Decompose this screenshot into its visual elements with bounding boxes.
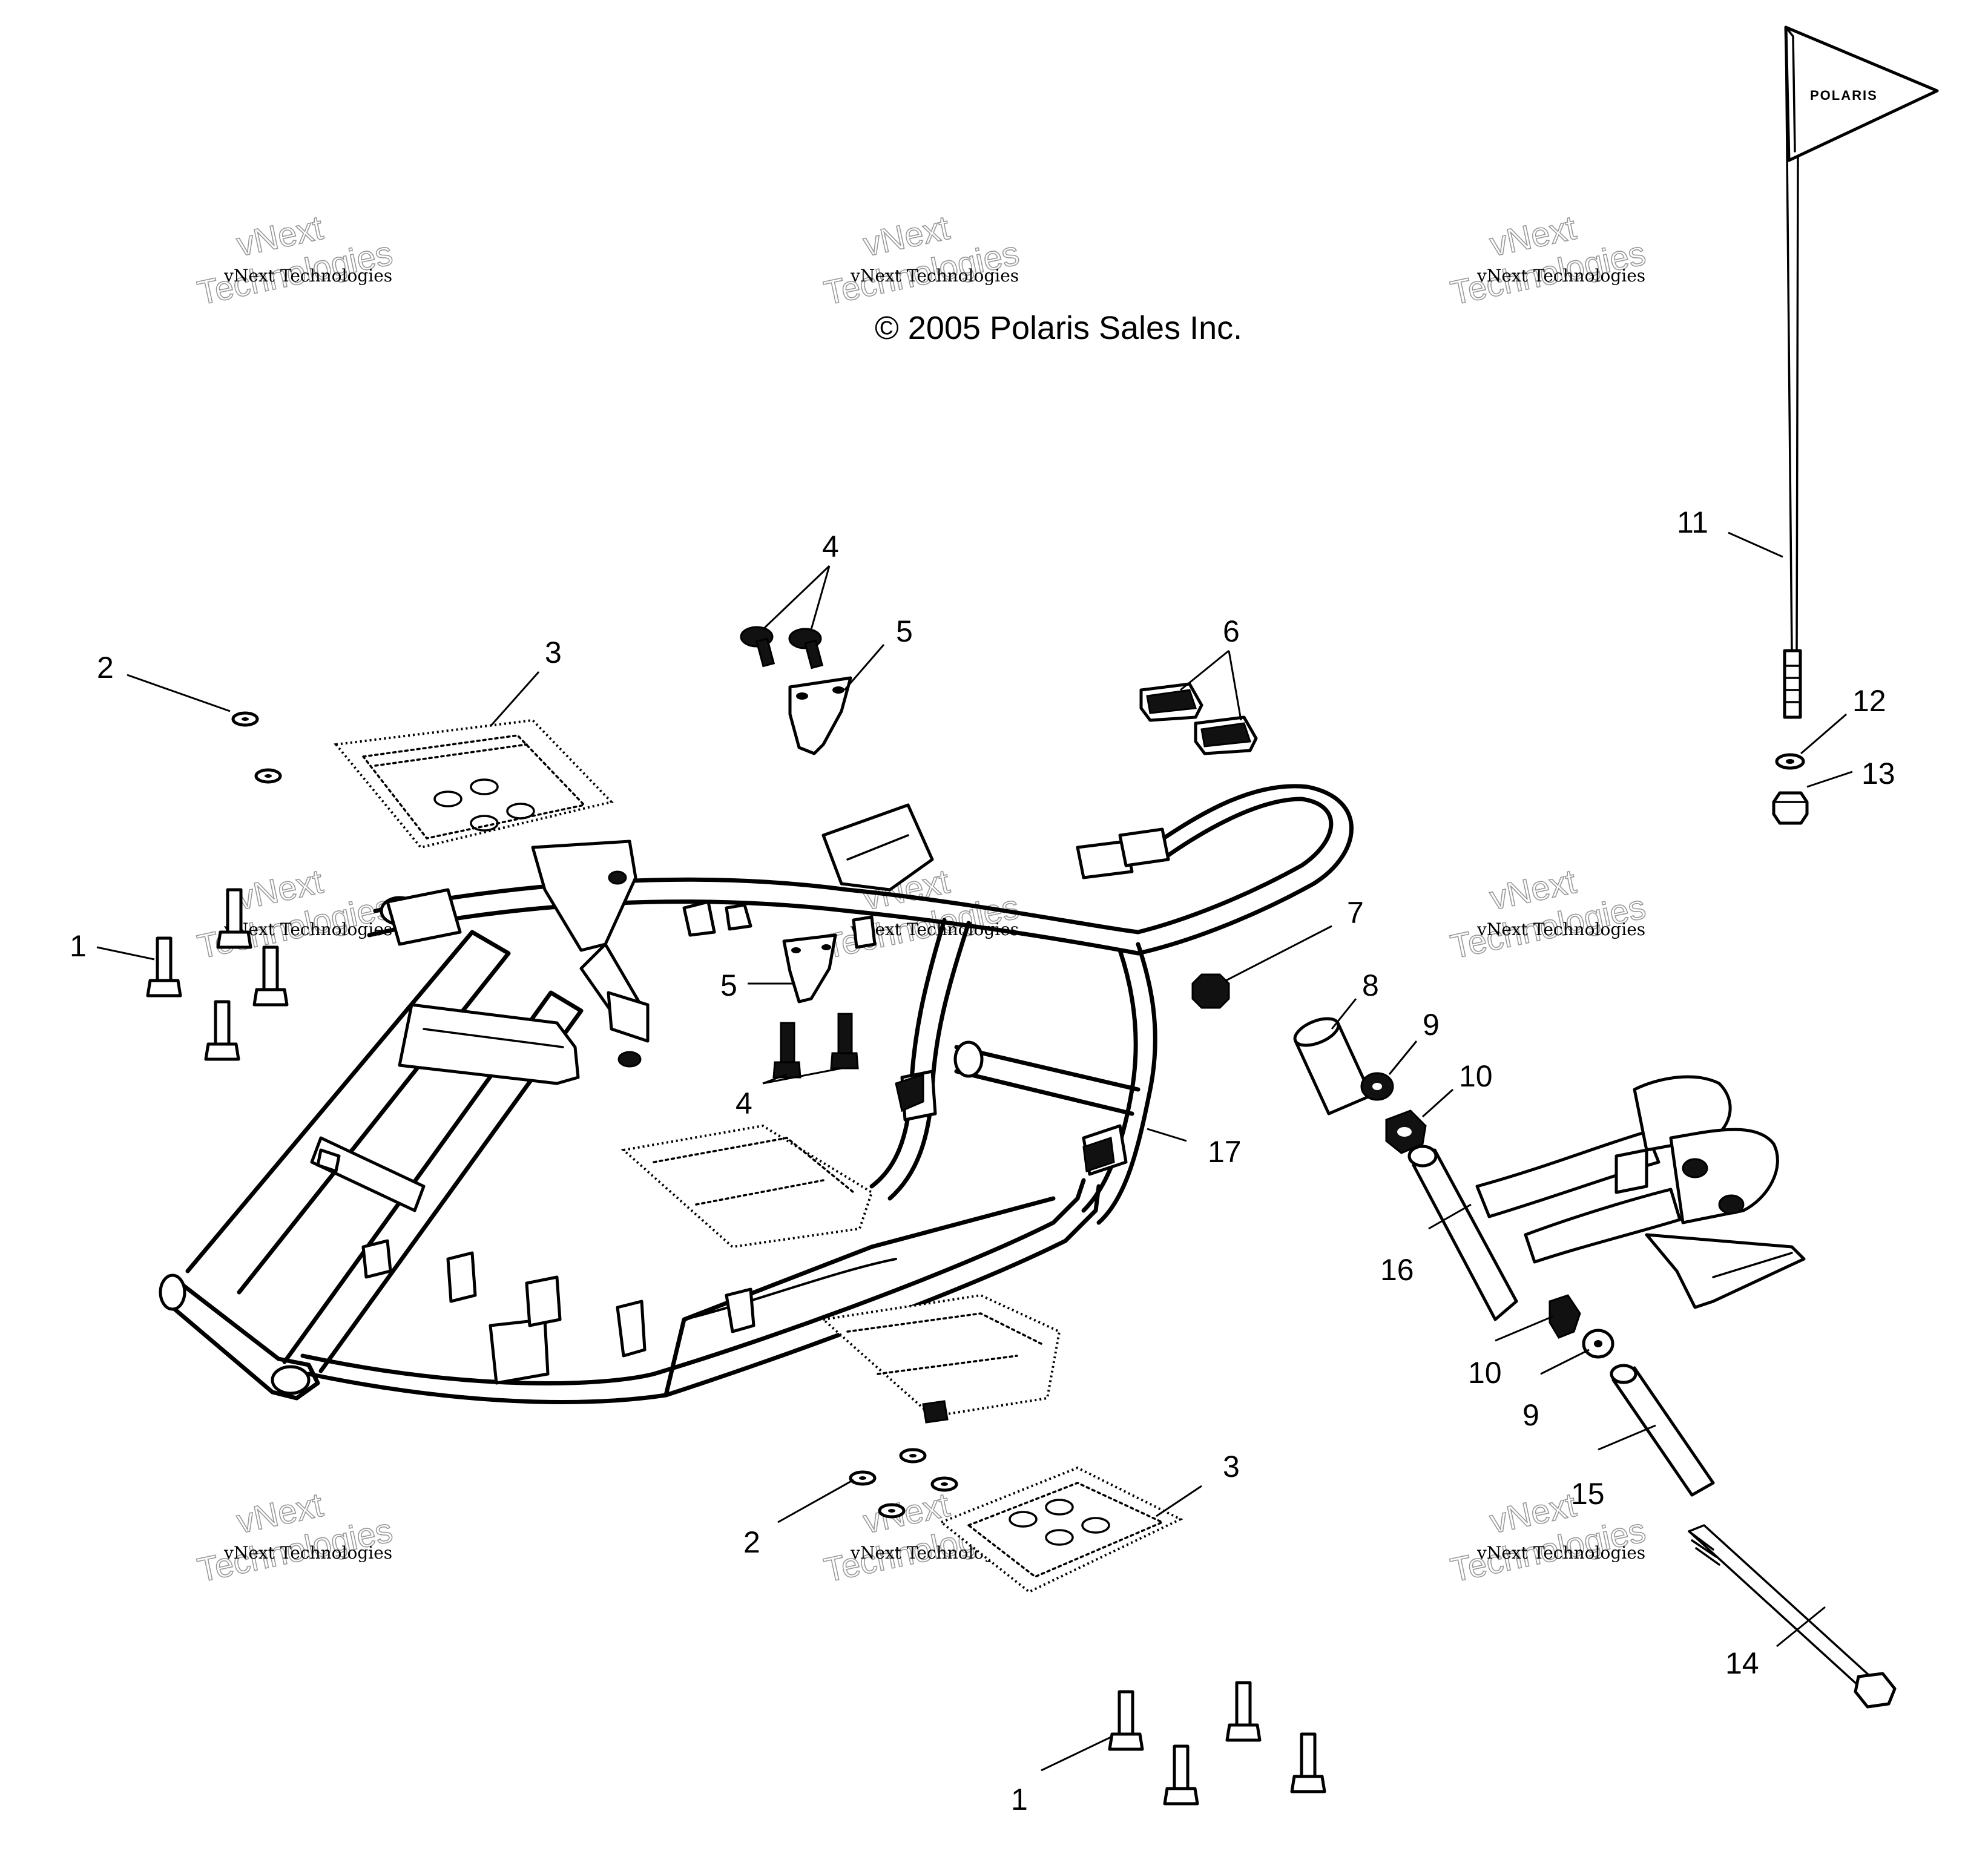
svg-text:vNext Technologies: vNext Technologies	[223, 919, 392, 939]
watermark: vNext Technologies vNext Technologies	[1447, 1485, 1649, 1589]
mount-bracket	[782, 933, 837, 1004]
bolt	[252, 945, 289, 1007]
rubber-bumper	[1194, 715, 1258, 755]
callout-9: 9	[1423, 1008, 1440, 1042]
foot-plate-lower	[939, 1466, 1183, 1594]
mount-bolt	[772, 1022, 801, 1079]
callout-5: 5	[896, 614, 913, 648]
callout-3: 3	[545, 636, 562, 669]
svg-text:vNext Technologies: vNext Technologies	[1476, 919, 1645, 939]
callout-9: 9	[1522, 1398, 1539, 1432]
bushing	[1549, 1294, 1581, 1339]
pivot-bolt	[1688, 1524, 1897, 1709]
mount-bolt	[830, 1013, 859, 1070]
svg-text:vNext Technologies: vNext Technologies	[1476, 1543, 1645, 1563]
callout-4: 4	[822, 530, 839, 564]
washer	[899, 1448, 927, 1464]
callouts: 1 1 2 2 3 3 4 4 5 5 6 7 8 9 9 10 10 11 1…	[70, 505, 1895, 1816]
pivot-tube	[1610, 1364, 1715, 1497]
callout-11: 11	[1677, 505, 1708, 539]
bushing	[1385, 1109, 1427, 1154]
svg-text:vNext Technologies: vNext Technologies	[223, 266, 392, 286]
swing-arm-assembly	[1407, 1075, 1806, 1321]
mount-bracket	[788, 676, 852, 755]
watermark: vNext Technologies vNext Technologies	[1447, 208, 1649, 312]
bolt	[216, 888, 252, 949]
callout-2: 2	[743, 1525, 760, 1559]
bolt	[1108, 1690, 1144, 1751]
mount-bolt	[740, 626, 775, 668]
callout-7: 7	[1347, 896, 1364, 930]
callout-6: 6	[1223, 614, 1240, 648]
leader-lines	[96, 531, 1853, 1772]
watermark: vNext Technologies vNext Technologies	[194, 861, 396, 966]
callout-4: 4	[736, 1086, 752, 1120]
callout-13: 13	[1861, 757, 1895, 790]
callout-2: 2	[97, 651, 114, 685]
callout-1: 1	[70, 929, 87, 963]
callout-5: 5	[720, 968, 737, 1002]
washer	[254, 768, 282, 784]
bolt	[204, 1000, 240, 1061]
foot-plate-upper	[334, 718, 614, 849]
callout-1: 1	[1011, 1783, 1028, 1816]
callout-3: 3	[1223, 1450, 1240, 1484]
safety-flag: POLARIS	[1783, 25, 1939, 719]
main-frame	[159, 784, 1354, 1424]
mount-bolt	[788, 628, 824, 669]
callout-17: 17	[1208, 1135, 1242, 1169]
watermark: vNext Technologies vNext Technologies	[194, 1485, 396, 1589]
callout-8: 8	[1362, 968, 1379, 1002]
watermark: vNext Technologies vNext Technologies	[820, 208, 1022, 312]
callout-10: 10	[1468, 1356, 1502, 1390]
washer	[878, 1503, 906, 1519]
copyright-notice: © 2005 Polaris Sales Inc.	[875, 310, 1242, 346]
bolt	[1163, 1744, 1199, 1806]
callout-14: 14	[1725, 1646, 1759, 1680]
callout-15: 15	[1571, 1477, 1605, 1511]
watermark: vNext Technologies vNext Technologies	[194, 208, 396, 312]
nut	[1191, 973, 1230, 1009]
bolt	[146, 936, 182, 997]
svg-text:vNext Technologies: vNext Technologies	[223, 1543, 392, 1563]
svg-text:vNext Technologies: vNext Technologies	[850, 266, 1019, 286]
flag-nut	[1772, 791, 1809, 825]
bushing-sleeve	[1293, 1017, 1373, 1116]
watermark: vNext Technologies vNext Technologies	[1447, 861, 1649, 966]
callout-16: 16	[1380, 1253, 1414, 1287]
bolt	[1225, 1681, 1262, 1742]
flag-brand-text: POLARIS	[1810, 88, 1878, 103]
spacer-washer	[1582, 1329, 1614, 1359]
rubber-bumper	[1139, 682, 1203, 722]
bolt	[1290, 1732, 1326, 1793]
spacer-washer	[1360, 1072, 1394, 1101]
callout-10: 10	[1459, 1059, 1493, 1093]
flag-washer	[1775, 753, 1805, 770]
washer	[231, 711, 259, 727]
washer	[930, 1476, 958, 1492]
callout-12: 12	[1852, 684, 1886, 718]
washer	[849, 1470, 877, 1486]
svg-text:vNext Technologies: vNext Technologies	[1476, 266, 1645, 286]
